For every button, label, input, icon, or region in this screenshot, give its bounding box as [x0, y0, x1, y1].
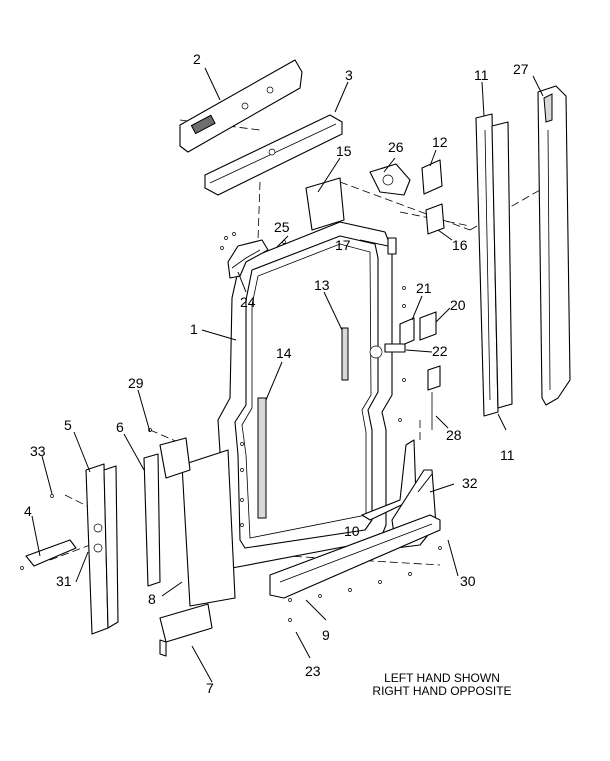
part-6-strip — [143, 453, 161, 587]
callout-3: 3 — [345, 67, 353, 83]
orientation-note: LEFT HAND SHOWN RIGHT HAND OPPOSITE — [352, 672, 532, 698]
callout-31: 31 — [56, 573, 72, 589]
part-14-strip — [257, 397, 267, 519]
callout-24: 24 — [240, 294, 256, 310]
callout-10: 10 — [344, 523, 360, 539]
leader-lines — [31, 67, 544, 683]
part-27-cover — [537, 85, 571, 406]
callout-8: 8 — [148, 591, 156, 607]
part-3-header-channel — [204, 114, 343, 196]
callout-25: 25 — [274, 219, 290, 235]
callout-20: 20 — [450, 297, 466, 313]
callout-26: 26 — [388, 139, 404, 155]
part-26-bracket — [369, 163, 411, 196]
callout-9: 9 — [322, 627, 330, 643]
callout-7: 7 — [206, 680, 214, 696]
part-21-plate — [399, 317, 415, 347]
callout-15: 15 — [336, 143, 352, 159]
callout-14: 14 — [276, 345, 292, 361]
part-8-panel — [159, 437, 236, 607]
callout-11-top: 11 — [474, 67, 489, 83]
callout-23: 23 — [305, 663, 321, 679]
hardware-bolts — [20, 232, 442, 622]
orientation-note-line-1: LEFT HAND SHOWN — [384, 671, 500, 685]
callout-29: 29 — [128, 375, 144, 391]
callout-30: 30 — [460, 573, 476, 589]
callout-2: 2 — [193, 51, 201, 67]
part-24-corner — [227, 239, 269, 279]
callout-13: 13 — [314, 277, 330, 293]
part-28-bracket — [427, 365, 441, 430]
callout-16: 16 — [452, 237, 468, 253]
part-12-bracket — [421, 159, 445, 235]
callout-12: 12 — [432, 134, 448, 150]
callout-22: 22 — [432, 343, 448, 359]
callout-32: 32 — [462, 475, 478, 491]
part-2-upper-plate — [179, 59, 303, 153]
part-11-post — [475, 113, 513, 417]
part-15-bracket — [305, 177, 345, 231]
callout-21: 21 — [416, 280, 432, 296]
callout-11-bottom: 11 — [500, 447, 515, 463]
part-4-bracket — [25, 539, 77, 567]
callout-1: 1 — [190, 321, 198, 337]
part-5-post — [85, 463, 119, 635]
callout-33: 33 — [30, 443, 46, 459]
callout-numbers: 2 3 11 27 26 12 15 25 16 17 13 24 21 20 … — [24, 51, 529, 696]
callout-6: 6 — [116, 419, 124, 435]
callout-27: 27 — [513, 61, 529, 77]
callout-17: 17 — [335, 237, 351, 253]
callout-5: 5 — [64, 417, 72, 433]
part-7-bracket — [159, 603, 213, 657]
orientation-note-line-2: RIGHT HAND OPPOSITE — [372, 684, 512, 698]
part-10-panel — [361, 439, 417, 521]
part-17-latch — [387, 237, 397, 255]
part-9-sill — [269, 514, 441, 599]
part-13-strip — [341, 327, 349, 381]
part-22-latch — [369, 343, 406, 359]
callout-4: 4 — [24, 503, 32, 519]
callout-28: 28 — [446, 427, 462, 443]
part-20-plate — [419, 311, 437, 341]
